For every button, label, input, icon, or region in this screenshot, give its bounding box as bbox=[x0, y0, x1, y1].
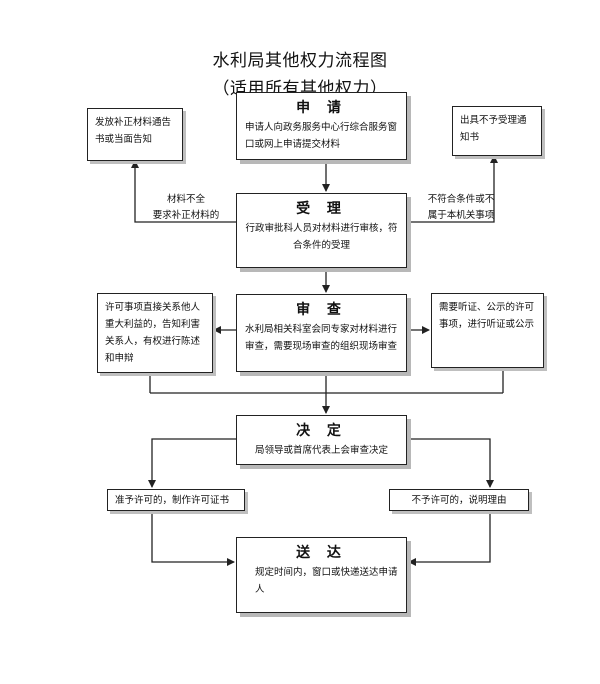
label-incomplete-line1: 材料不全 bbox=[166, 194, 205, 205]
step-deliver: 送 达 规定时间内，窗口或快递送达申请人 bbox=[236, 537, 407, 613]
arrow-to-supplement bbox=[131, 160, 236, 223]
step-apply-text: 申请人向政务服务中心行综合服务窗口或网上申请提交材料 bbox=[245, 122, 398, 150]
step-decide-heading: 决 定 bbox=[296, 423, 347, 439]
label-not-eligible: 不符合条件或不 属于本机关事项 bbox=[416, 192, 506, 224]
diagram-title: 水利局其他权力流程图 bbox=[212, 51, 388, 71]
arrow-deny-to-deliver bbox=[408, 510, 491, 566]
label-not-eligible-line1: 不符合条件或不 bbox=[427, 194, 495, 205]
step-decide: 决 定 局领导或首席代表上会审查决定 bbox=[236, 415, 407, 465]
arrow-to-reject bbox=[407, 155, 498, 223]
step-apply-heading: 申 请 bbox=[296, 100, 347, 116]
box-hearing-notice: 需要听证、公示的许可事项，进行听证或公示 bbox=[431, 293, 544, 368]
box-supplement-notice: 发放补正材料通告书或当面告知 bbox=[87, 108, 183, 161]
step-deliver-heading: 送 达 bbox=[296, 545, 347, 561]
label-not-eligible-line2: 属于本机关事项 bbox=[427, 210, 495, 221]
box-stakeholder-notice: 许可事项直接关系他人重大利益的，告知利害关系人，有权进行陈述和申辩 bbox=[97, 293, 213, 373]
step-accept: 受 理 行政审批科人员对材料进行审核，符合条件的受理 bbox=[236, 193, 407, 268]
step-review: 审 查 水利局相关科室会同专家对材料进行审查，需要现场审查的组织现场审查 bbox=[236, 294, 407, 372]
arrow-decide-to-approve bbox=[148, 438, 236, 488]
box-deny: 不予许可的，说明理由 bbox=[389, 489, 529, 511]
box-reject-notice: 出具不予受理通知书 bbox=[452, 106, 542, 156]
step-accept-heading: 受 理 bbox=[296, 201, 347, 217]
arrow-decide-to-deny bbox=[407, 438, 494, 488]
label-incomplete-line2: 要求补正材料的 bbox=[152, 210, 220, 221]
arrow-approve-to-deliver bbox=[151, 510, 235, 566]
label-incomplete: 材料不全 要求补正材料的 bbox=[146, 192, 226, 224]
step-review-heading: 审 查 bbox=[296, 302, 347, 318]
step-review-text: 水利局相关科室会同专家对材料进行审查，需要现场审查的组织现场审查 bbox=[245, 324, 398, 352]
step-apply: 申 请 申请人向政务服务中心行综合服务窗口或网上申请提交材料 bbox=[236, 92, 407, 160]
step-accept-text: 行政审批科人员对材料进行审核，符合条件的受理 bbox=[245, 223, 398, 251]
box-approve: 准予许可的，制作许可证书 bbox=[107, 489, 245, 511]
step-deliver-text: 规定时间内，窗口或快递送达申请人 bbox=[255, 567, 398, 595]
step-decide-text: 局领导或首席代表上会审查决定 bbox=[254, 445, 388, 456]
